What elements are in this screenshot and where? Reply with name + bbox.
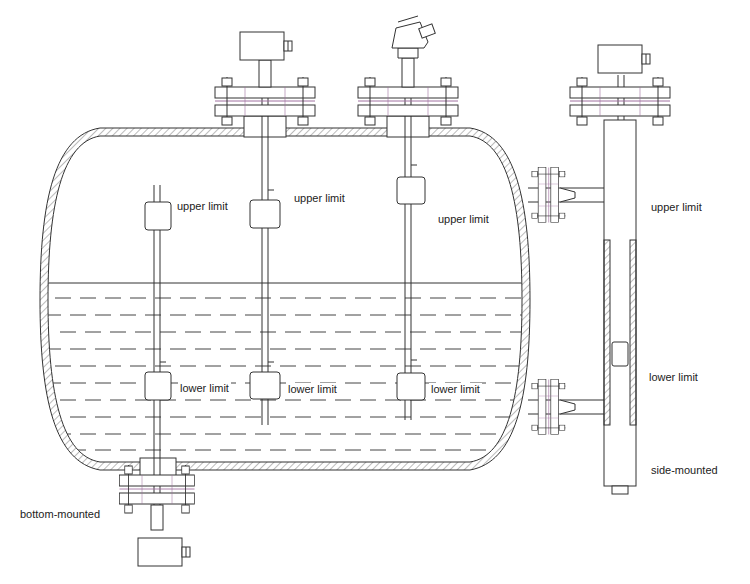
level-label: upper limit: [175, 200, 230, 213]
drawing-part: [240, 32, 292, 60]
level-label: lower limit: [647, 371, 700, 384]
level-label: lower limit: [429, 383, 482, 396]
level-label: lower limit: [178, 382, 231, 395]
drawing-part: [612, 342, 628, 366]
side-mounted-switch: [528, 45, 670, 494]
top-mounted-switch-1: [215, 32, 315, 425]
drawing-part: [55, 366, 525, 367]
level-label: side-mounted: [649, 464, 720, 477]
drawing-part: [40, 128, 530, 470]
drawing-part: [397, 177, 425, 204]
drawing-part: [60, 332, 525, 333]
drawing-part: [145, 202, 171, 230]
drawing-part: [397, 373, 425, 400]
drawing-part: [45, 315, 525, 316]
drawing-part: [138, 538, 190, 566]
drawing-part: [419, 24, 436, 38]
drawing-part: [604, 120, 636, 486]
drawing-part: [160, 362, 166, 363]
drawing-part: [402, 58, 414, 87]
level-label: upper limit: [649, 201, 704, 214]
drawing-part: [598, 45, 650, 73]
drawing-part: [250, 200, 280, 228]
drawing-part: [250, 372, 280, 399]
drawing-part: [259, 60, 271, 87]
level-label: lower limit: [286, 383, 339, 396]
level-label: bottom-mounted: [18, 508, 102, 521]
level-label: upper limit: [292, 192, 347, 205]
drawing-part: [560, 188, 575, 202]
drawing-part: [60, 400, 525, 401]
drawing-part: [387, 116, 429, 137]
drawing-part: [411, 165, 417, 166]
drawing-part: [45, 349, 525, 350]
drawing-part: [560, 400, 575, 414]
level-label: upper limit: [436, 213, 491, 226]
drawing-part: [45, 417, 525, 418]
drawing-part: [398, 16, 418, 22]
drawing-part: [268, 190, 274, 191]
drawing-part: [411, 360, 417, 361]
drawing-part: [630, 240, 636, 425]
drawing-part: [612, 486, 628, 494]
drawing-part: [151, 505, 163, 530]
liquid: [40, 283, 530, 450]
drawing-part: [145, 372, 171, 400]
drawing-part: [55, 298, 525, 299]
drawing-part: [55, 434, 525, 435]
bottom-mounted-switch: [120, 185, 195, 566]
drawing-part: [45, 450, 525, 451]
drawing-part: [45, 298, 525, 450]
vessel-wall: [40, 128, 530, 470]
drawing-part: [40, 283, 530, 284]
drawing-part: [570, 77, 670, 125]
drawing-part: [268, 362, 274, 363]
drawing-part: [398, 48, 418, 58]
drawing-part: [244, 116, 286, 137]
drawing-part: [604, 240, 610, 425]
